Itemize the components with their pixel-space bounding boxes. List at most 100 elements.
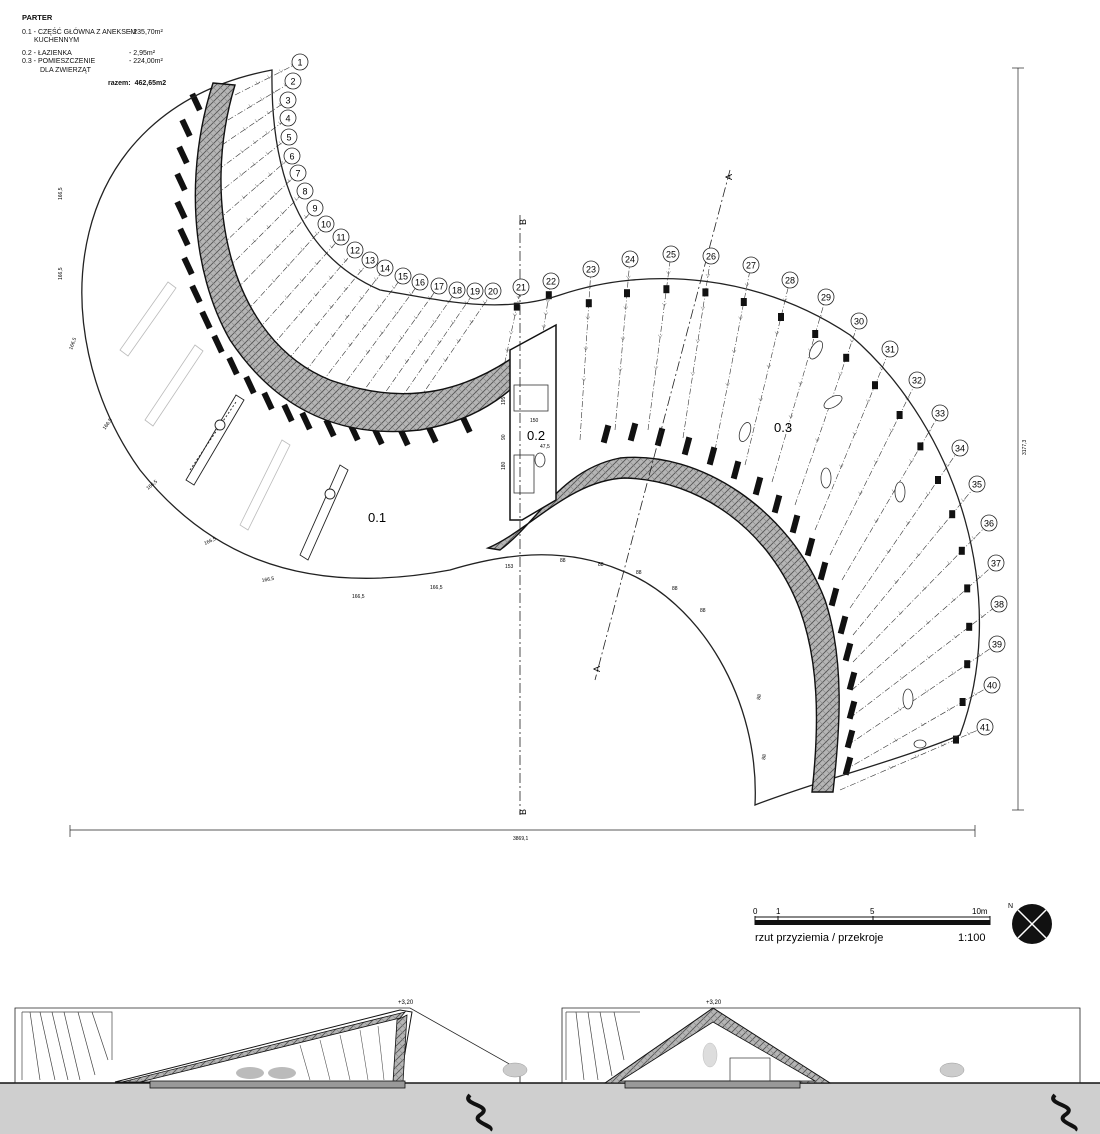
grid-bubble: [376, 259, 394, 277]
grid-axis-line: [682, 255, 712, 439]
wall-rib: [654, 427, 666, 447]
hammock-1: [185, 394, 245, 486]
grid-axis-line: [234, 61, 301, 96]
grid-axis-line: [245, 223, 327, 313]
legend-room-area: - 2,95m²: [129, 49, 156, 57]
rib-anchor: [624, 289, 630, 298]
grass-mark: [424, 359, 429, 364]
grass-mark: [849, 339, 855, 343]
north-arrow-icon: N: [1008, 903, 1052, 944]
rib-anchor: [964, 584, 971, 593]
grid-bubble: [781, 271, 799, 289]
grass-mark: [545, 299, 551, 304]
wall-rib: [261, 391, 275, 411]
wall-rib: [789, 514, 801, 534]
grass-mark: [252, 162, 257, 166]
area-legend: PARTER 0.1 - CZĘŚĆ GŁÓWNA Z ANEKSEM - 23…: [22, 13, 167, 89]
wall-rib: [828, 587, 840, 607]
grass-mark: [377, 304, 382, 309]
overall-width-dimension: 3869,1: [69, 825, 976, 842]
dimension-text: 180: [501, 461, 507, 470]
grid-number: 26: [706, 252, 716, 262]
grid-bubble: [990, 595, 1008, 613]
grid-bubble: [346, 241, 364, 259]
grass-mark: [394, 311, 400, 315]
wall-rib: [226, 356, 240, 376]
grass-mark: [343, 258, 349, 263]
grass-mark: [278, 141, 284, 145]
legend-total-value: 462,65m2: [134, 80, 167, 87]
grid-axis-line: [287, 259, 371, 361]
grid-bubble: [621, 250, 639, 268]
grass-mark: [508, 330, 514, 335]
grid-axis-line: [217, 117, 289, 171]
grass-mark: [925, 492, 931, 496]
rib-anchors: [174, 92, 973, 776]
grid-bubble: [296, 182, 314, 200]
grass-mark: [657, 334, 663, 339]
wall-rib: [181, 256, 195, 276]
grid-axis-line: [829, 379, 918, 556]
section-a-interior-fins: [299, 1025, 385, 1081]
grid-axis-line: [257, 236, 342, 331]
grid-axis-line: [379, 289, 458, 401]
wall-rib: [177, 227, 191, 247]
grass-mark: [618, 368, 623, 372]
dimension-text: 166,5: [430, 585, 443, 591]
wall-rib: [179, 118, 193, 138]
wall-lower: [485, 456, 840, 793]
grid-bubble: [702, 247, 720, 265]
grid-number: 25: [666, 250, 676, 260]
grass-mark: [700, 306, 706, 311]
grid-number: 38: [994, 600, 1004, 610]
section-line-a: A A: [592, 169, 734, 681]
grass-mark: [268, 172, 273, 177]
legend-room-name: 0.1 - CZĘŚĆ GŁÓWNA Z ANEKSEM: [22, 28, 137, 36]
grid-number: 31: [885, 345, 895, 355]
dimension-text: 166,5: [203, 536, 217, 547]
grass-mark: [952, 597, 957, 602]
rib-anchor: [958, 546, 965, 555]
grid-axis-line: [217, 155, 293, 221]
grass-mark: [275, 244, 281, 248]
legend-title: PARTER: [22, 13, 53, 22]
rib-anchor: [545, 291, 552, 300]
animals-in-plan: [738, 340, 927, 749]
grass-mark: [873, 460, 879, 464]
grid-axis-line: [852, 522, 990, 663]
grass-mark: [286, 263, 291, 267]
grass-mark: [373, 277, 379, 281]
grass-mark: [248, 104, 253, 108]
scale-tick-5: 5: [870, 907, 875, 916]
room-label-03: 0.3: [774, 420, 792, 435]
section-a-elevation: +3,20: [398, 1000, 414, 1006]
grass-mark: [583, 347, 589, 351]
grass-mark: [280, 211, 285, 215]
grid-axis-line: [227, 80, 294, 121]
grid-number: 21: [516, 283, 526, 293]
grass-mark: [252, 238, 258, 243]
dimension-text: 166,5: [68, 337, 78, 351]
grid-number: 7: [295, 169, 300, 179]
grass-mark: [961, 498, 966, 503]
wall-rib: [627, 422, 639, 442]
grid-axis-line: [221, 172, 299, 246]
legend-room-name: 0.3 - POMIESZCZENIE: [22, 58, 96, 65]
grid-bubble: [291, 53, 309, 71]
wall-rib: [600, 424, 612, 444]
grass-mark: [653, 366, 659, 370]
grass-mark: [281, 160, 287, 165]
grass-mark: [266, 225, 272, 229]
grass-mark: [977, 574, 983, 579]
grass-mark: [358, 268, 364, 273]
rib-anchor: [896, 411, 903, 419]
grass-mark: [294, 197, 299, 201]
grid-number: 2: [290, 77, 295, 87]
grid-bubble: [817, 288, 835, 306]
grass-mark: [482, 300, 488, 305]
section-b-label-bottom: B: [518, 809, 528, 815]
grass-mark: [413, 315, 419, 320]
grass-mark: [894, 580, 899, 584]
dimension-text: 88: [756, 694, 763, 701]
grid-bubble: [280, 128, 298, 146]
